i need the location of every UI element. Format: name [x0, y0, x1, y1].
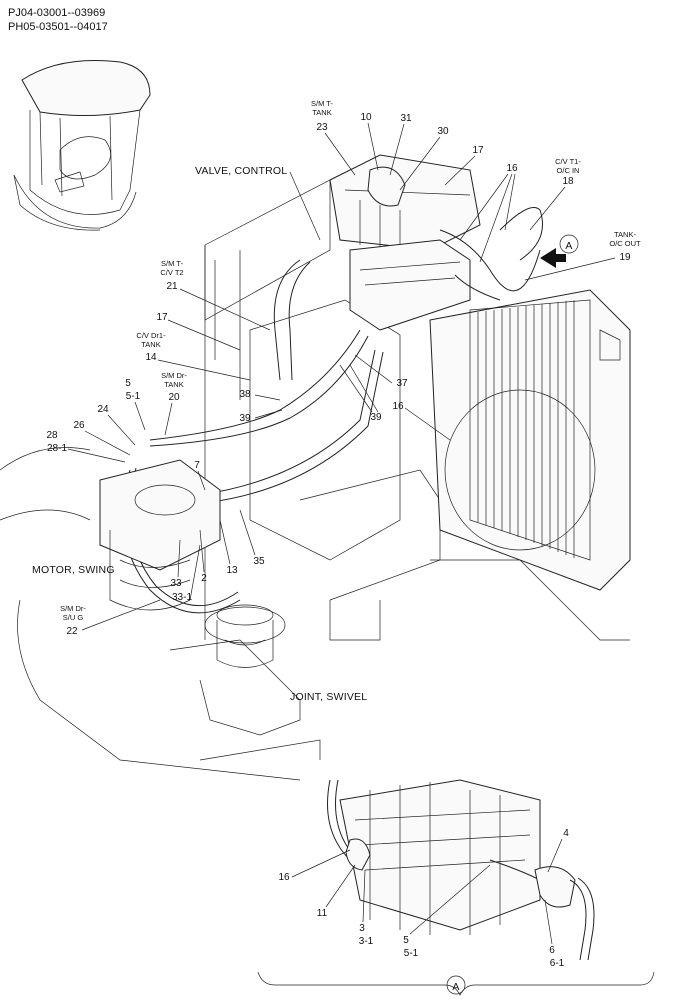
detail-view-a: [257, 779, 655, 996]
part-callouts: 23 10 31 30 17 16 18 19 21 17 14 5 5-1 2…: [46, 112, 631, 969]
callout-17-top: 17: [472, 145, 484, 156]
callout-5-1-detail: 5-1: [404, 948, 419, 959]
swing-motor: [99, 459, 221, 611]
serial-range-2: PH05-03501--04017: [8, 21, 108, 33]
callout-31: 31: [400, 113, 412, 124]
note-cv-t1-oc-in-1: C/V T1-: [555, 157, 581, 166]
callout-13: 13: [226, 565, 238, 576]
view-arrow: A: [540, 234, 579, 268]
cooler-fins: [477, 300, 575, 558]
excavator-thumbnail: [13, 60, 151, 231]
callout-23: 23: [316, 122, 328, 133]
callout-10: 10: [360, 112, 372, 123]
callout-16-mid: 16: [392, 401, 404, 412]
label-joint-swivel: JOINT, SWIVEL: [290, 691, 367, 703]
note-sm-dr-su-g-1: S/M Dr-: [60, 604, 86, 613]
callout-16-detail: 16: [278, 872, 290, 883]
callout-7: 7: [194, 460, 200, 471]
note-cv-t1-oc-in-2: O/C IN: [557, 166, 580, 175]
callout-26: 26: [73, 420, 85, 431]
callout-16-top: 16: [506, 163, 518, 174]
callout-24: 24: [97, 404, 109, 415]
callout-22: 22: [66, 626, 78, 637]
view-marker-a: A: [565, 240, 572, 252]
callout-18: 18: [562, 176, 574, 187]
callout-39-left: 39: [239, 413, 251, 424]
callout-30: 30: [437, 126, 449, 137]
callout-3-1: 3-1: [359, 936, 374, 947]
note-sm-dr-tank-2: TANK: [164, 380, 183, 389]
note-tank-oc-out-1: TANK-: [614, 230, 636, 239]
callout-3: 3: [359, 923, 365, 934]
callout-20: 20: [168, 392, 180, 403]
callout-28: 28: [46, 430, 58, 441]
callout-11: 11: [317, 908, 328, 919]
callout-6-1: 6-1: [550, 958, 565, 969]
callout-17-left: 17: [156, 312, 168, 323]
note-tank-oc-out-2: O/C OUT: [609, 239, 641, 248]
note-sm-t-cv-t2-1: S/M T-: [161, 259, 183, 268]
oil-cooler: [429, 289, 631, 591]
callout-6: 6: [549, 945, 555, 956]
callout-19: 19: [619, 252, 631, 263]
callout-37: 37: [396, 378, 408, 389]
label-motor-swing: MOTOR, SWING: [32, 564, 115, 576]
view-marker-a-bottom: A: [452, 981, 459, 993]
note-cv-dr1-tank-2: TANK: [141, 340, 160, 349]
callout-28-1: 28-1: [47, 443, 67, 454]
callout-21: 21: [166, 281, 178, 292]
serial-range-1: PJ04-03001--03969: [8, 7, 105, 19]
hydraulic-tank: [329, 154, 481, 260]
note-cv-dr1-tank-1: C/V Dr1-: [136, 331, 166, 340]
callout-5: 5: [125, 378, 131, 389]
callout-38: 38: [239, 389, 251, 400]
note-sm-t-cv-t2-2: C/V T2: [160, 268, 183, 277]
callout-33: 33: [170, 578, 182, 589]
swivel-joint: [204, 604, 286, 668]
note-sm-t-tank-2: TANK: [312, 108, 331, 117]
note-sm-dr-su-g-2: S/U G: [63, 613, 84, 622]
note-sm-t-tank-1: S/M T-: [311, 99, 333, 108]
callout-5-1: 5-1: [126, 391, 141, 402]
callout-39-right: 39: [370, 412, 382, 423]
callout-33-1: 33-1: [172, 592, 192, 603]
callout-35: 35: [253, 556, 265, 567]
note-sm-dr-tank-1: S/M Dr-: [161, 371, 187, 380]
callout-14: 14: [145, 352, 157, 363]
control-valve: [349, 239, 471, 331]
callout-4: 4: [563, 828, 569, 839]
callout-2: 2: [201, 573, 207, 584]
label-valve-control: VALVE, CONTROL: [195, 165, 287, 177]
callout-5-detail: 5: [403, 935, 409, 946]
